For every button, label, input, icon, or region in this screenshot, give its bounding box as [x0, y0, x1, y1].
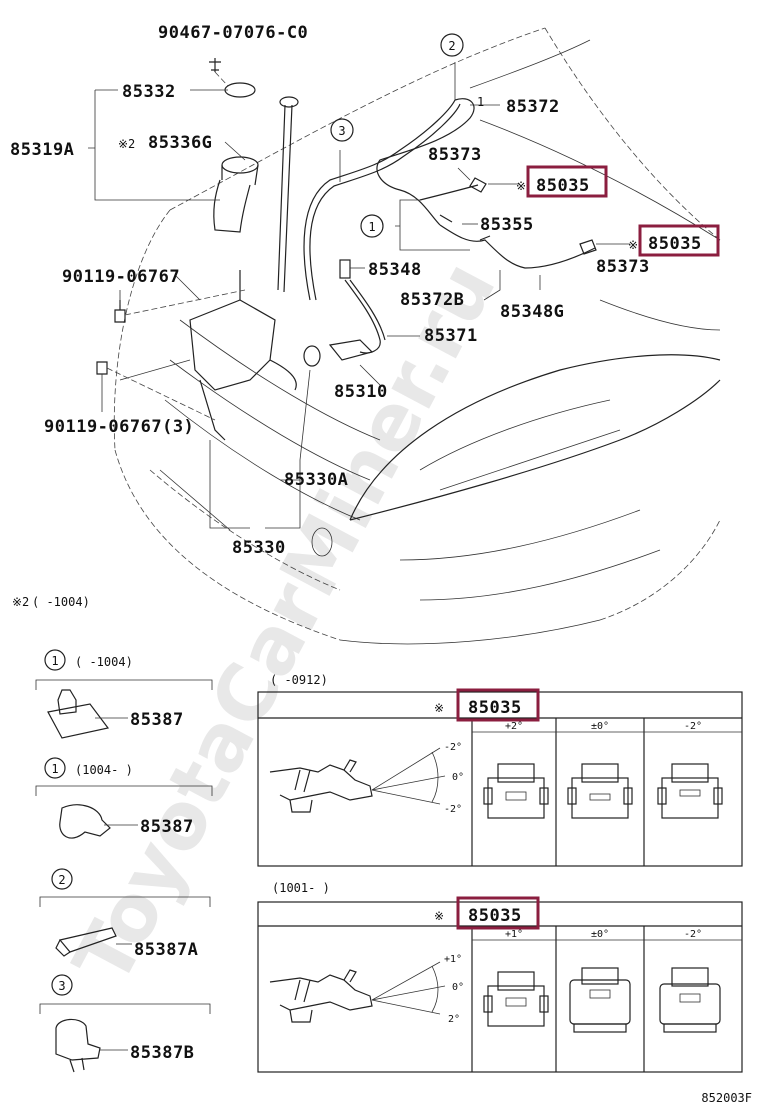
inset-1b: 1 (1004- ) 85387: [35, 757, 213, 839]
table2-cell-3: [659, 967, 721, 1033]
highlight-85035-b: [638, 224, 720, 257]
callout-1: 1: [360, 214, 384, 238]
part-90467: 90467-07076-C0: [158, 23, 308, 43]
inset-3: 3 85387B: [39, 974, 211, 1073]
bolts: [96, 58, 221, 375]
table1-highlight: [456, 688, 540, 722]
nozzle-table-1: ( -0912) ※ 85035 +2° ±0° -2° -2° 0° -2°: [257, 673, 743, 867]
table1-angle-bot: -2°: [444, 804, 462, 815]
part-85371: 85371: [424, 326, 478, 346]
callout-2: 2: [440, 33, 464, 57]
note2-footnote-range: ( -1004): [32, 595, 90, 609]
part-85372: 85372: [506, 97, 560, 117]
table1-cell-3: [657, 763, 723, 819]
note2-footnote-mark: ※2: [12, 595, 29, 609]
ref-mark-a: ※: [516, 179, 526, 193]
table1-part: 85035: [468, 698, 522, 718]
table1-col-1: +2°: [505, 721, 523, 732]
svg-text:1: 1: [368, 220, 375, 234]
table1-mark: ※: [434, 701, 444, 715]
svg-text:1: 1: [51, 654, 58, 668]
table1-cell-2: [567, 763, 633, 819]
svg-text:2: 2: [448, 39, 455, 53]
callout-3: 3: [330, 118, 354, 142]
table2-angle-bot: 2°: [448, 1014, 460, 1025]
part-85373-b: 85373: [596, 257, 650, 277]
svg-text:(1004- ): (1004- ): [75, 763, 133, 777]
svg-text:3: 3: [338, 124, 345, 138]
part-90119-a: 90119-06767: [62, 267, 180, 287]
part-85372B: 85372B: [400, 290, 464, 310]
part-85336G: 85336G: [148, 133, 212, 153]
part-90119-b: 90119-06767(3): [44, 417, 194, 437]
part-85348G: 85348G: [500, 302, 564, 322]
table2-angle-top: +1°: [444, 954, 462, 965]
part-85348: 85348: [368, 260, 422, 280]
figure-code: 852003F: [701, 1091, 752, 1105]
svg-text:1: 1: [51, 762, 58, 776]
leader-lines: [88, 62, 630, 529]
inset-1a: 1 ( -1004) 85387: [35, 649, 213, 739]
table1-cell-1: [483, 763, 549, 819]
table2-mark: ※: [434, 909, 444, 923]
table2-highlight: [456, 896, 540, 930]
table1-angle-top: -2°: [444, 742, 462, 753]
washer-tank: [189, 82, 321, 441]
table2-cell-1: [483, 971, 549, 1027]
svg-text:2: 2: [58, 873, 65, 887]
part-85373-a: 85373: [428, 145, 482, 165]
table2-angle-mid: 0°: [452, 982, 464, 993]
inset-3-part: 85387B: [130, 1043, 194, 1063]
table1-col-3: -2°: [684, 721, 702, 732]
note2-mark: ※2: [118, 137, 135, 151]
table2-col-2: ±0°: [591, 929, 609, 940]
inset-2-part: 85387A: [134, 940, 198, 960]
nozzle-table-2: (1001- ) ※ 85035 +1° ±0° -2° +1° 0° 2°: [257, 881, 743, 1073]
table1-range: ( -0912): [270, 673, 328, 687]
part-85330: 85330: [232, 538, 286, 558]
washer-hoses: [303, 98, 597, 361]
table1-col-2: ±0°: [591, 721, 609, 732]
table2-part: 85035: [468, 906, 522, 926]
part-85355: 85355: [480, 215, 534, 235]
table2-range: (1001- ): [272, 881, 330, 895]
highlight-85035-a: [526, 165, 608, 198]
svg-text:3: 3: [58, 979, 65, 993]
part-85035-a: 85035: [536, 176, 590, 196]
table2-col-3: -2°: [684, 929, 702, 940]
inset-1a-part: 85387: [130, 710, 184, 730]
ref-mark-b: ※: [628, 238, 638, 252]
table2-col-1: +1°: [505, 929, 523, 940]
table1-angle-mid: 0°: [452, 772, 464, 783]
part-85330A: 85330A: [284, 470, 348, 490]
svg-text:1: 1: [477, 95, 484, 109]
inset-2: 2 85387A: [39, 868, 211, 960]
part-85319A: 85319A: [10, 140, 74, 160]
inset-1b-part: 85387: [140, 817, 194, 837]
car-body-outline: [113, 27, 721, 645]
table2-cell-2: [569, 967, 631, 1033]
svg-text:( -1004): ( -1004): [75, 655, 133, 669]
part-85035-b: 85035: [648, 234, 702, 254]
part-85332: 85332: [122, 82, 176, 102]
part-85310: 85310: [334, 382, 388, 402]
